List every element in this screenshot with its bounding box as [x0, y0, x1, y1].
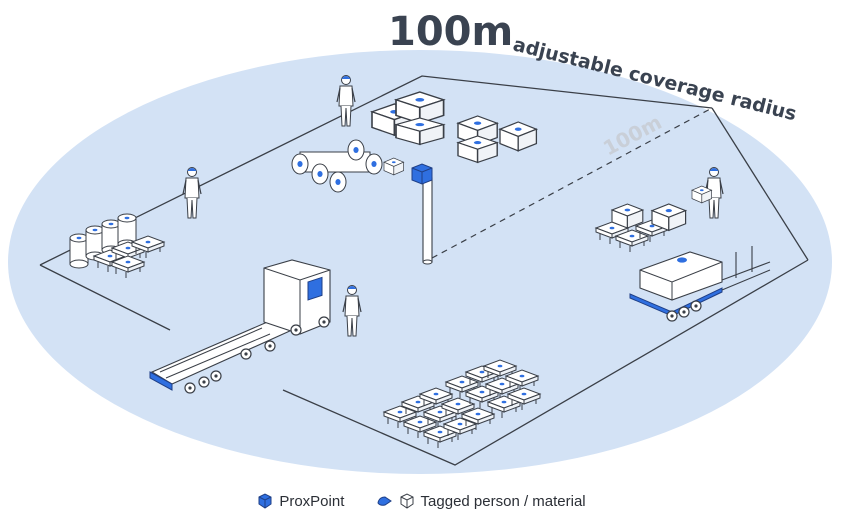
person-tag-icon — [377, 496, 392, 506]
floor-outline — [39, 75, 809, 466]
material-box-icon — [400, 493, 414, 509]
legend-proxpoint: ProxPoint — [257, 493, 344, 510]
coverage-diagram: 100m 100m adjustable coverage radius — [8, 9, 832, 474]
legend-proxpoint-label: ProxPoint — [279, 492, 345, 510]
legend-tagged-label: Tagged person / material — [420, 492, 586, 510]
coverage-heading-value: 100m — [388, 9, 513, 55]
radius-line — [431, 107, 713, 259]
lift-truck — [149, 259, 331, 394]
material-cart — [629, 246, 771, 322]
coverage-area — [8, 50, 832, 474]
legend: ProxPoint Tagged person / material — [0, 492, 843, 510]
legend-tagged: Tagged person / material — [377, 493, 586, 510]
proxpoint-cube-icon — [258, 493, 272, 509]
rolls-top — [291, 139, 383, 193]
proxpoint-device — [411, 163, 433, 265]
